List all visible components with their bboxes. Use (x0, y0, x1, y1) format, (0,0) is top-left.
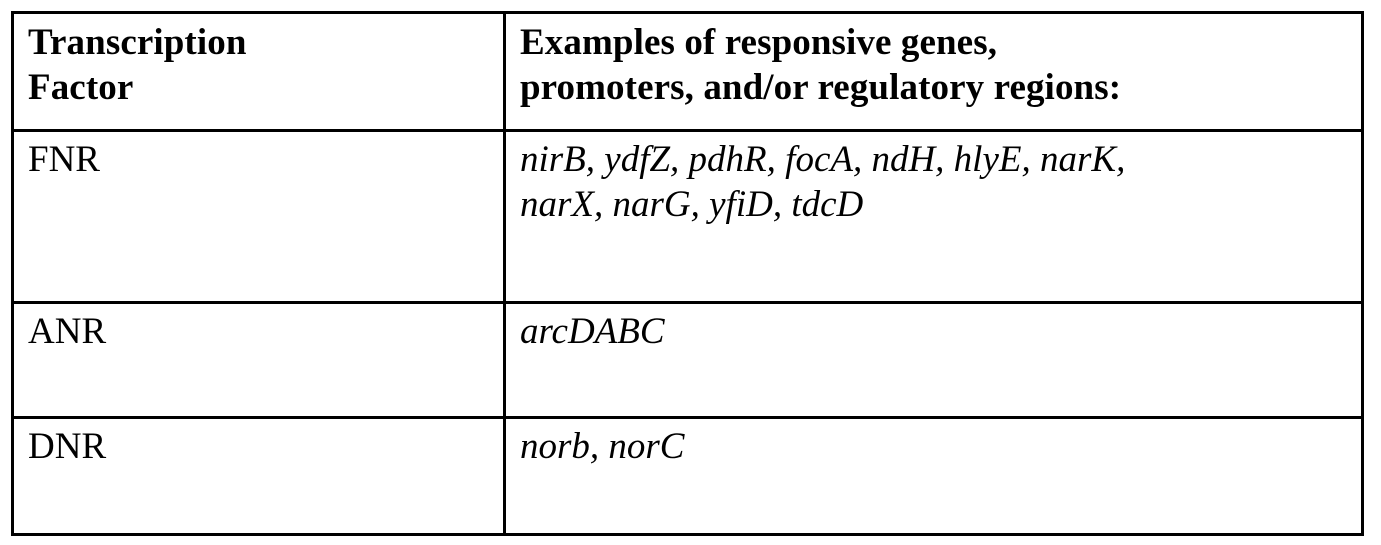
cell-genes-anr: arcDABC (503, 301, 1364, 419)
table-row: ANR arcDABC (11, 301, 1364, 419)
header-cell-transcription-factor: Transcription Factor (11, 11, 506, 132)
gene-list-line: arcDABC (520, 311, 665, 352)
cell-transcription-factor-anr: ANR (11, 301, 506, 419)
transcription-factor-name: ANR (28, 311, 107, 352)
transcription-factor-name: DNR (28, 426, 107, 467)
cell-genes-dnr: norb, norC (503, 416, 1364, 536)
cell-genes-fnr: nirB, ydfZ, pdhR, focA, ndH, hlyE, narK,… (503, 129, 1364, 304)
transcription-factor-table: Transcription Factor Examples of respons… (11, 11, 1364, 536)
table-header-row: Transcription Factor Examples of respons… (11, 11, 1364, 132)
transcription-factor-name: FNR (28, 139, 100, 180)
header-line-1: Examples of responsive genes, (520, 22, 998, 63)
transcription-factor-table-container: Transcription Factor Examples of respons… (11, 11, 1364, 536)
gene-list: arcDABC (520, 309, 1361, 354)
gene-list-line: narX, narG, yfiD, tdcD (520, 184, 864, 226)
header-text-transcription-factor: Transcription Factor (28, 20, 503, 110)
header-line-1: Transcription (28, 22, 247, 63)
header-line-2: promoters, and/or regulatory regions: (520, 67, 1122, 109)
gene-list: norb, norC (520, 424, 1361, 469)
header-line-2: Factor (28, 67, 134, 109)
table-row: DNR norb, norC (11, 416, 1364, 536)
gene-list-line: norb, norC (520, 426, 685, 467)
header-cell-examples: Examples of responsive genes, promoters,… (503, 11, 1364, 132)
table-row: FNR nirB, ydfZ, pdhR, focA, ndH, hlyE, n… (11, 129, 1364, 304)
cell-transcription-factor-dnr: DNR (11, 416, 506, 536)
cell-transcription-factor-fnr: FNR (11, 129, 506, 304)
gene-list: nirB, ydfZ, pdhR, focA, ndH, hlyE, narK,… (520, 137, 1361, 227)
gene-list-line: nirB, ydfZ, pdhR, focA, ndH, hlyE, narK, (520, 139, 1126, 180)
header-text-examples: Examples of responsive genes, promoters,… (520, 20, 1361, 110)
